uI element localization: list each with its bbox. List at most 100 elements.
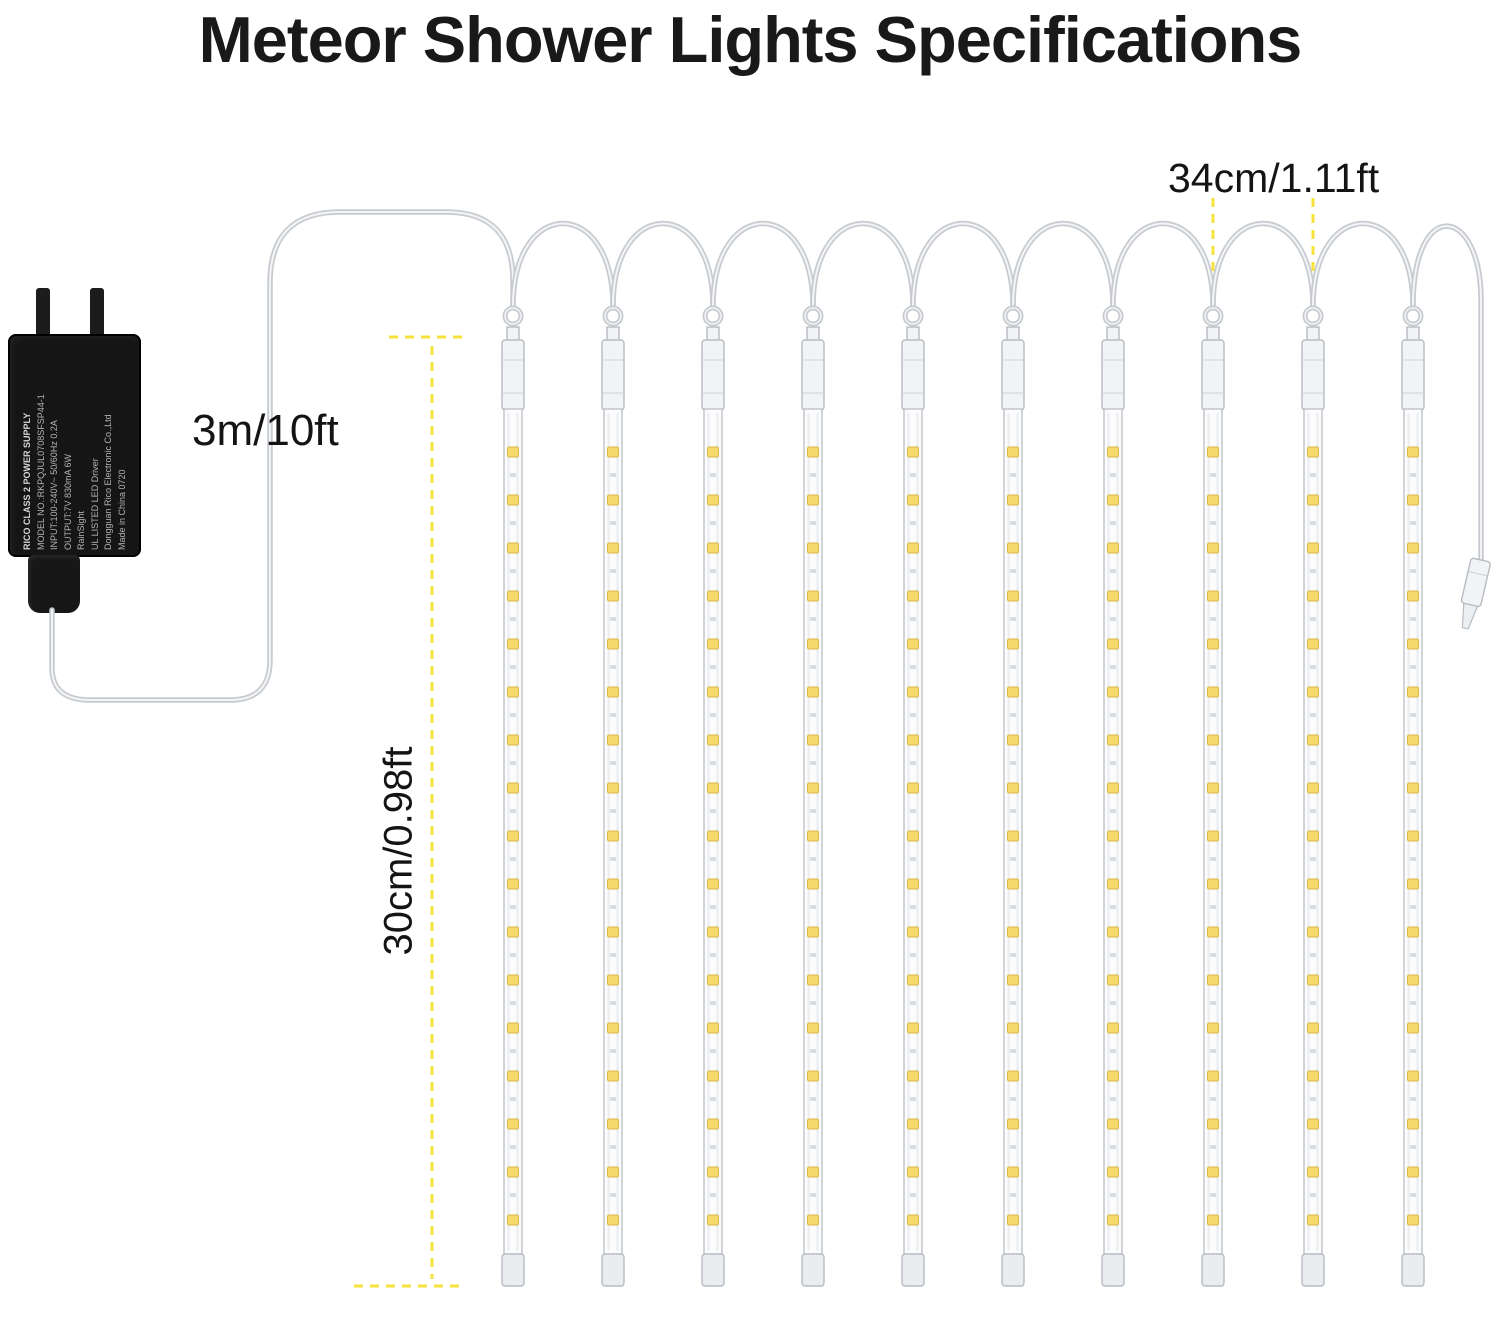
led-chip bbox=[1407, 494, 1419, 506]
page-title: Meteor Shower Lights Specifications bbox=[198, 3, 1303, 76]
tube-length-label: 30cm/0.98ft bbox=[376, 746, 421, 956]
led-chip bbox=[1307, 686, 1319, 698]
led-chip bbox=[1407, 782, 1419, 794]
led-chip bbox=[1407, 926, 1419, 938]
led-chip bbox=[607, 1166, 619, 1178]
led-chip bbox=[707, 830, 719, 842]
led-chip bbox=[1107, 542, 1119, 554]
led-chip bbox=[907, 830, 919, 842]
led-chip bbox=[1007, 830, 1019, 842]
led-chip bbox=[1007, 446, 1019, 458]
led-chip bbox=[1207, 542, 1219, 554]
led-chip bbox=[507, 734, 519, 746]
led-chip bbox=[907, 542, 919, 554]
led-chip bbox=[907, 1070, 919, 1082]
led-chip bbox=[1307, 638, 1319, 650]
led-chip bbox=[1007, 926, 1019, 938]
led-chip bbox=[907, 926, 919, 938]
led-chip bbox=[1007, 542, 1019, 554]
led-chip bbox=[907, 878, 919, 890]
led-chip bbox=[507, 494, 519, 506]
led-chip bbox=[807, 494, 819, 506]
led-chip bbox=[1407, 830, 1419, 842]
led-chip bbox=[607, 782, 619, 794]
led-chip bbox=[1107, 734, 1119, 746]
led-chip bbox=[1307, 446, 1319, 458]
measurement-guides bbox=[354, 198, 1315, 1288]
led-chip bbox=[1207, 830, 1219, 842]
led-chip bbox=[707, 926, 719, 938]
led-chip bbox=[1307, 1022, 1319, 1034]
led-chip bbox=[507, 590, 519, 602]
led-chip bbox=[607, 542, 619, 554]
led-chip bbox=[807, 1070, 819, 1082]
led-chip bbox=[1007, 878, 1019, 890]
led-chip bbox=[1407, 1214, 1419, 1226]
led-chip bbox=[1407, 542, 1419, 554]
led-chip bbox=[607, 590, 619, 602]
led-chip bbox=[807, 638, 819, 650]
led-chip bbox=[1007, 974, 1019, 986]
led-chip bbox=[707, 734, 719, 746]
led-chip bbox=[1107, 830, 1119, 842]
led-tube bbox=[701, 305, 725, 1287]
led-chip bbox=[607, 686, 619, 698]
led-tube bbox=[1001, 305, 1025, 1287]
led-chip bbox=[807, 734, 819, 746]
led-chip bbox=[1407, 974, 1419, 986]
led-chip bbox=[1207, 1214, 1219, 1226]
led-chip bbox=[1307, 734, 1319, 746]
led-chip bbox=[507, 638, 519, 650]
led-chip bbox=[1107, 638, 1119, 650]
led-chip bbox=[1107, 1022, 1119, 1034]
led-chip bbox=[1207, 494, 1219, 506]
led-chip bbox=[1407, 590, 1419, 602]
led-chip bbox=[507, 446, 519, 458]
led-chip bbox=[807, 542, 819, 554]
led-chip bbox=[1307, 830, 1319, 842]
led-chip bbox=[807, 1214, 819, 1226]
led-chip bbox=[607, 734, 619, 746]
led-chip bbox=[1007, 1022, 1019, 1034]
led-chip bbox=[1307, 494, 1319, 506]
led-chip bbox=[1407, 878, 1419, 890]
led-chip bbox=[507, 542, 519, 554]
led-chip bbox=[807, 878, 819, 890]
led-chip bbox=[1207, 1022, 1219, 1034]
led-chip bbox=[907, 590, 919, 602]
led-chip bbox=[1307, 974, 1319, 986]
male-plug-connector bbox=[1460, 557, 1491, 630]
led-chip bbox=[607, 1118, 619, 1130]
led-chip bbox=[1407, 686, 1419, 698]
cord-length-label: 3m/10ft bbox=[192, 406, 339, 455]
led-chip bbox=[1307, 878, 1319, 890]
led-chip bbox=[1007, 782, 1019, 794]
led-chip bbox=[1007, 686, 1019, 698]
led-chip bbox=[1207, 974, 1219, 986]
led-chip bbox=[507, 830, 519, 842]
led-chip bbox=[807, 1118, 819, 1130]
led-chip bbox=[607, 830, 619, 842]
led-tube bbox=[1201, 305, 1225, 1287]
led-chip bbox=[907, 494, 919, 506]
led-chip bbox=[1307, 590, 1319, 602]
led-chip bbox=[507, 782, 519, 794]
led-chip bbox=[1107, 494, 1119, 506]
led-chip bbox=[1407, 1118, 1419, 1130]
led-chip bbox=[1107, 1118, 1119, 1130]
led-chip bbox=[707, 638, 719, 650]
led-chip bbox=[807, 1022, 819, 1034]
led-tubes bbox=[501, 305, 1425, 1287]
led-chip bbox=[607, 926, 619, 938]
led-chip bbox=[1207, 1070, 1219, 1082]
led-chip bbox=[1107, 878, 1119, 890]
led-chip bbox=[807, 1166, 819, 1178]
led-chip bbox=[507, 1166, 519, 1178]
led-chip bbox=[1407, 1022, 1419, 1034]
led-tube bbox=[501, 305, 525, 1287]
led-chip bbox=[807, 590, 819, 602]
led-chip bbox=[707, 446, 719, 458]
led-chip bbox=[507, 974, 519, 986]
led-chip bbox=[1007, 1070, 1019, 1082]
